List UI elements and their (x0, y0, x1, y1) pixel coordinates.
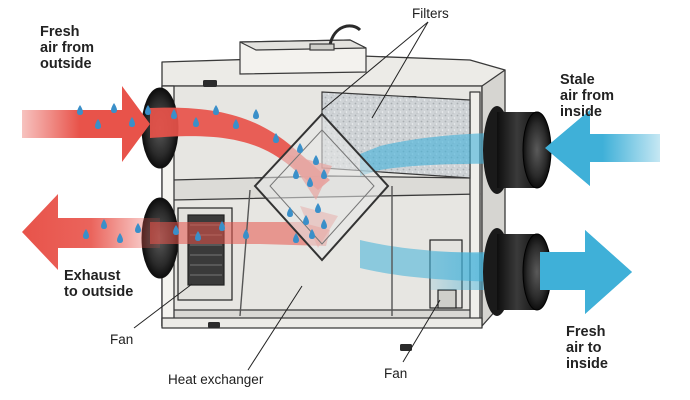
droplet-icon (315, 203, 321, 213)
droplet-icon (77, 105, 83, 115)
callout-lines (133, 21, 441, 371)
label-line: Stale (560, 72, 595, 88)
label-line: Fresh (566, 324, 606, 340)
label-exhaust-to-outside: Exhaust to outside (64, 268, 133, 300)
droplet-icon (145, 105, 151, 115)
droplet-icon (313, 155, 319, 165)
label-fan-left: Fan (110, 332, 134, 347)
right-duct-upper (483, 106, 552, 194)
droplet-icon (95, 119, 101, 129)
droplet-icon (129, 117, 135, 127)
heat-exchanger-core (239, 112, 393, 317)
droplet-icon (111, 103, 117, 113)
label-fresh-air-to-inside: Fresh air to inside (566, 324, 608, 372)
cabinet (161, 55, 506, 329)
droplet-icon (321, 169, 327, 179)
droplet-icon (307, 177, 313, 187)
label-filters: Filters (412, 6, 449, 21)
label-line: outside (40, 56, 92, 72)
fan-left (177, 207, 233, 301)
label-line: inside (566, 356, 608, 372)
droplet-icon (117, 233, 123, 243)
label-line: inside (560, 104, 602, 120)
droplet-icon (287, 207, 293, 217)
droplet-icon (173, 225, 179, 235)
droplet-icon (293, 169, 299, 179)
label-line: Exhaust (64, 268, 121, 284)
moisture-droplets (77, 103, 327, 243)
droplet-icon (253, 109, 259, 119)
label-line: air to (566, 340, 602, 356)
droplet-icon (273, 133, 279, 143)
droplet-icon (195, 231, 201, 241)
droplet-icon (83, 229, 89, 239)
droplet-icon (297, 143, 303, 153)
droplet-icon (135, 223, 141, 233)
label-stale-air-from-inside: Stale air from inside (560, 72, 614, 120)
label-line: air from (40, 40, 94, 56)
fresh-air-out-arrow-head (540, 230, 632, 314)
droplet-icon (233, 119, 239, 129)
right-duct-lower (483, 228, 552, 316)
label-line: Fresh (40, 24, 80, 40)
label-heat-exchanger: Heat exchanger (168, 372, 264, 387)
droplet-icon (321, 219, 327, 229)
label-fan-right: Fan (384, 366, 408, 381)
control-box (239, 24, 367, 75)
droplet-icon (309, 229, 315, 239)
label-line: to outside (64, 284, 134, 300)
droplet-icon (219, 221, 225, 231)
droplet-icon (213, 105, 219, 115)
label-line: air from (560, 88, 614, 104)
droplet-icon (243, 229, 249, 239)
droplet-icon (303, 215, 309, 225)
label-fresh-air-from-outside: Fresh air from outside (40, 24, 94, 72)
droplet-icon (101, 219, 107, 229)
stale-air-arrow-head (545, 110, 600, 186)
droplet-icon (293, 233, 299, 243)
droplet-icon (171, 109, 177, 119)
droplet-icon (193, 117, 199, 127)
